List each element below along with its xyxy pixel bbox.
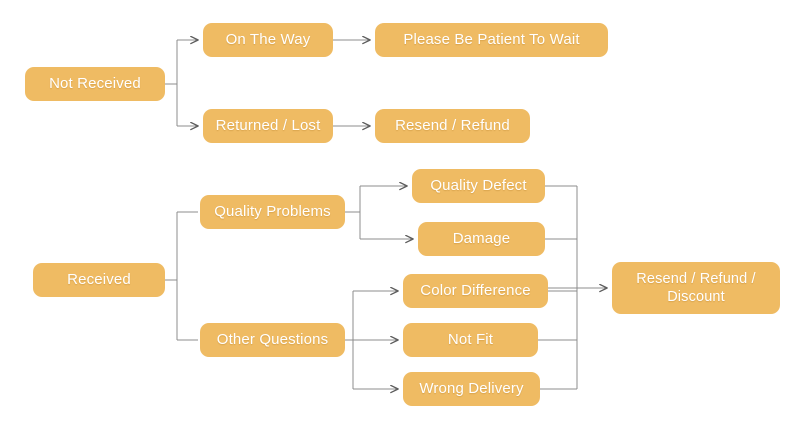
node-not-fit[interactable]: Not Fit [403,323,538,357]
node-quality-defect[interactable]: Quality Defect [412,169,545,203]
node-color-difference[interactable]: Color Difference [403,274,548,308]
node-on-the-way[interactable]: On The Way [203,23,333,57]
node-please-be-patient-to-wait[interactable]: Please Be Patient To Wait [375,23,608,57]
node-wrong-delivery[interactable]: Wrong Delivery [403,372,540,406]
node-received[interactable]: Received [33,263,165,297]
node-not-received[interactable]: Not Received [25,67,165,101]
node-quality-problems[interactable]: Quality Problems [200,195,345,229]
resend-refund-discount-line-2: Discount [667,289,725,305]
node-other-questions[interactable]: Other Questions [200,323,345,357]
node-resend-refund-discount[interactable]: Resend / Refund / Discount [612,262,780,314]
node-resend-refund[interactable]: Resend / Refund [375,109,530,143]
node-returned-lost[interactable]: Returned / Lost [203,109,333,143]
node-damage[interactable]: Damage [418,222,545,256]
resend-refund-discount-line-1: Resend / Refund / [636,270,756,287]
